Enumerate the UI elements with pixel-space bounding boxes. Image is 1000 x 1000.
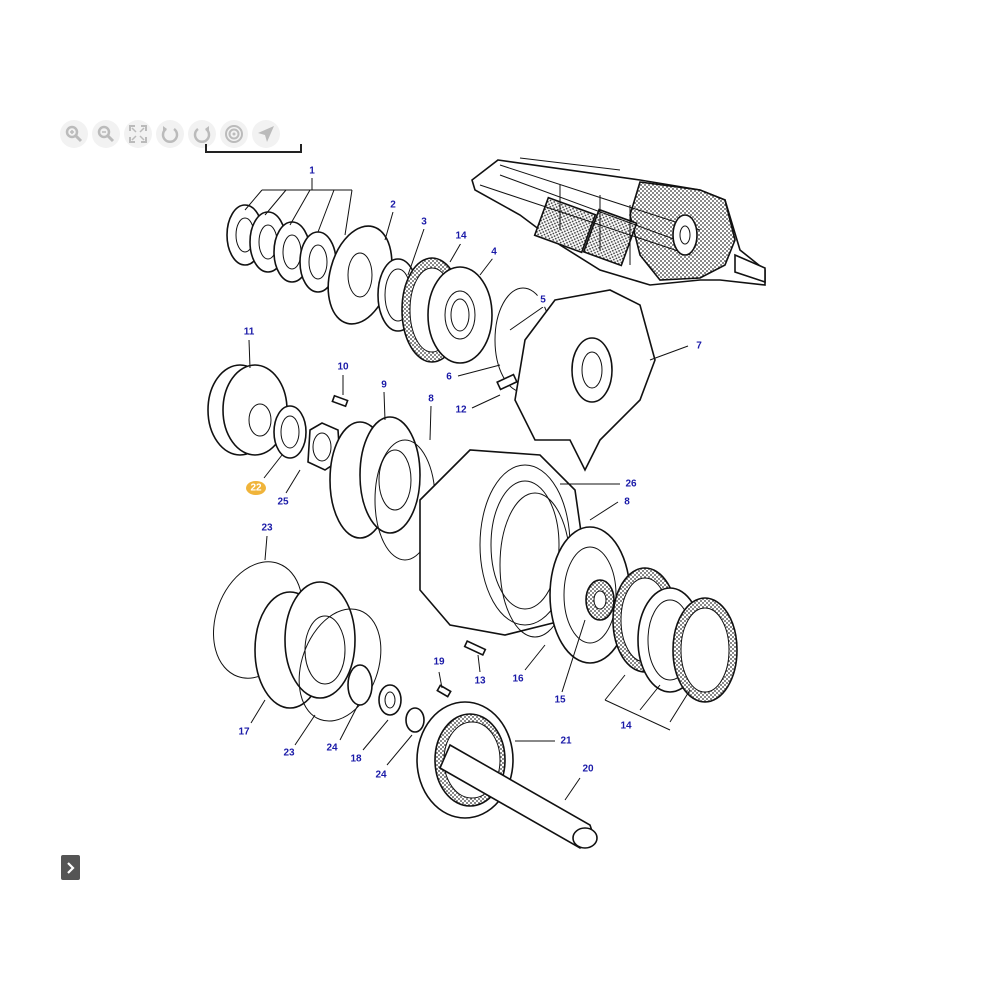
- svg-text:5: 5: [540, 295, 546, 306]
- part-18-bearing: [378, 684, 402, 716]
- svg-text:23: 23: [261, 523, 273, 534]
- pointer-icon: [258, 126, 274, 142]
- part-20-shaft: [438, 743, 598, 849]
- svg-text:24: 24: [326, 743, 338, 754]
- rotate-left-icon: [161, 126, 179, 143]
- target-button[interactable]: [220, 120, 248, 148]
- svg-text:10: 10: [337, 362, 349, 373]
- callout-14-lower[interactable]: 14: [618, 718, 634, 734]
- callout-24-left[interactable]: 24: [324, 740, 340, 756]
- svg-text:1: 1: [309, 166, 315, 177]
- callout-8-lower[interactable]: 8: [620, 495, 634, 509]
- part-1-clutch-discs: [226, 204, 337, 293]
- callout-9[interactable]: 9: [377, 378, 391, 392]
- callout-16[interactable]: 16: [510, 671, 526, 687]
- svg-text:11: 11: [244, 327, 255, 338]
- callout-5[interactable]: 5: [536, 293, 550, 307]
- target-icon: [225, 125, 243, 143]
- rotate-right-button[interactable]: [188, 120, 216, 148]
- part-24-washer-a: [347, 664, 373, 706]
- svg-text:23: 23: [283, 748, 295, 759]
- part-11-hub: [207, 364, 288, 456]
- zoom-out-icon: [97, 125, 115, 143]
- fit-screen-icon: [129, 125, 147, 143]
- part-19-bolt: [436, 684, 452, 698]
- svg-text:13: 13: [474, 676, 486, 687]
- callout-10[interactable]: 10: [335, 359, 351, 375]
- part-13-bolt: [463, 639, 487, 657]
- callout-6[interactable]: 6: [442, 370, 456, 384]
- callout-25[interactable]: 25: [275, 494, 291, 510]
- part-12-stud: [496, 373, 518, 391]
- svg-text:2: 2: [390, 200, 396, 211]
- svg-text:26: 26: [625, 479, 637, 490]
- callout-18[interactable]: 18: [348, 751, 364, 767]
- zoom-in-button[interactable]: [60, 120, 88, 148]
- chevron-right-icon: [66, 861, 75, 874]
- zoom-out-button[interactable]: [92, 120, 120, 148]
- part-10-bolt: [331, 394, 349, 408]
- callout-23-upper[interactable]: 23: [259, 520, 275, 536]
- callout-22-highlighted[interactable]: 22: [246, 481, 266, 495]
- pointer-button[interactable]: [252, 120, 280, 148]
- part-7-housing-cover: [514, 289, 656, 472]
- part-17-piston-drum: [254, 581, 356, 709]
- callout-1[interactable]: 1: [305, 164, 319, 178]
- part-4-piston: [427, 266, 493, 364]
- rotate-right-icon: [193, 126, 211, 143]
- callout-8-upper[interactable]: 8: [424, 392, 438, 406]
- zoom-in-icon: [65, 125, 83, 143]
- callout-13[interactable]: 13: [472, 673, 488, 689]
- part-23-seal-ring-inner: [298, 608, 382, 722]
- svg-text:14: 14: [620, 721, 632, 732]
- svg-text:7: 7: [696, 341, 702, 352]
- leader-lines: [244, 178, 691, 801]
- callout-17[interactable]: 17: [236, 724, 252, 740]
- svg-text:4: 4: [491, 247, 497, 258]
- svg-text:8: 8: [624, 497, 630, 508]
- callout-15[interactable]: 15: [552, 692, 568, 708]
- callout-4[interactable]: 4: [487, 245, 501, 259]
- svg-text:9: 9: [381, 380, 387, 391]
- svg-text:22: 22: [250, 483, 262, 494]
- svg-text:16: 16: [512, 674, 524, 685]
- part-9-drum: [329, 416, 421, 539]
- part-14-friction-discs-lower: [612, 567, 738, 703]
- viewer-toolbar: [60, 118, 302, 154]
- svg-text:19: 19: [433, 657, 445, 668]
- callout-19[interactable]: 19: [431, 654, 447, 670]
- callout-20[interactable]: 20: [580, 761, 596, 777]
- callout-7[interactable]: 7: [692, 339, 706, 353]
- callout-11[interactable]: 11: [241, 324, 257, 340]
- svg-text:20: 20: [582, 764, 594, 775]
- svg-text:24: 24: [375, 770, 387, 781]
- toolbar-underline: [205, 144, 302, 153]
- callout-23-lower[interactable]: 23: [281, 745, 297, 761]
- svg-text:8: 8: [428, 394, 434, 405]
- svg-text:14: 14: [455, 231, 467, 242]
- callout-21[interactable]: 21: [558, 733, 574, 749]
- svg-text:12: 12: [455, 405, 467, 416]
- svg-text:25: 25: [277, 497, 289, 508]
- callout-24-right[interactable]: 24: [373, 767, 389, 783]
- part-15-gear: [585, 579, 615, 621]
- callout-26[interactable]: 26: [623, 476, 639, 492]
- part-24-washer-b: [405, 707, 425, 733]
- svg-text:18: 18: [350, 754, 362, 765]
- callout-2[interactable]: 2: [386, 198, 400, 212]
- callout-3[interactable]: 3: [417, 215, 431, 229]
- expand-panel-button[interactable]: [61, 855, 80, 880]
- rotate-left-button[interactable]: [156, 120, 184, 148]
- svg-text:3: 3: [421, 217, 427, 228]
- gearbox-assembly-illustration: [471, 157, 766, 286]
- callout-14-upper[interactable]: 14: [453, 228, 469, 244]
- svg-text:21: 21: [560, 736, 572, 747]
- svg-text:15: 15: [554, 695, 566, 706]
- part-22-bearing: [273, 405, 307, 459]
- svg-text:17: 17: [238, 727, 250, 738]
- fit-screen-button[interactable]: [124, 120, 152, 148]
- callout-12[interactable]: 12: [453, 402, 469, 418]
- svg-text:6: 6: [446, 372, 452, 383]
